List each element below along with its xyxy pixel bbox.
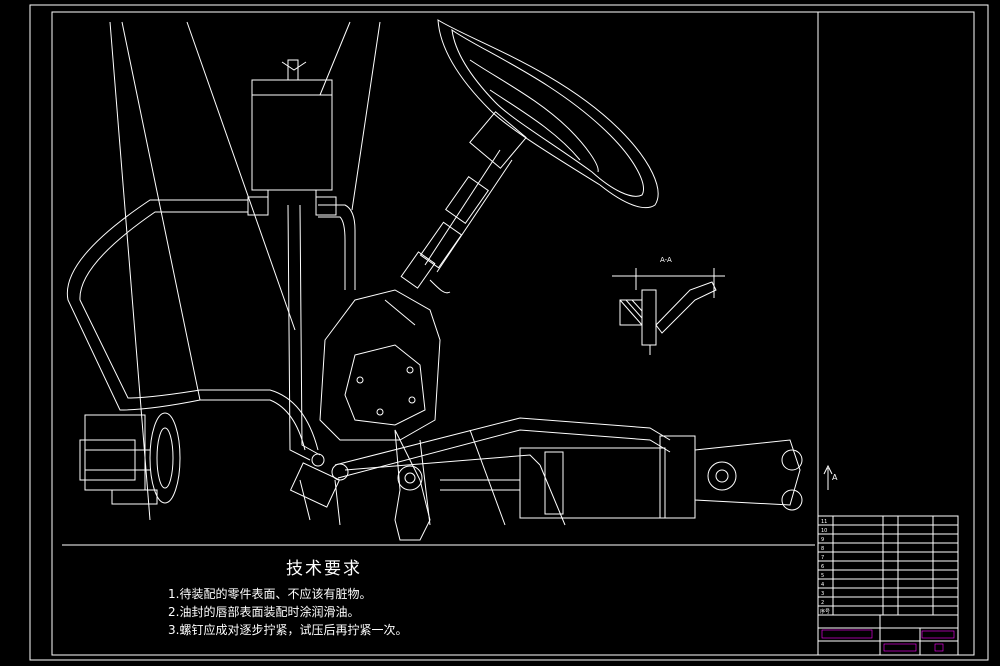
arrow-label: A [832,473,838,482]
bom-row-no: 6 [821,564,824,570]
steering-wheel [437,19,659,209]
tie-rod [331,417,671,481]
bom-row-no: 3 [821,591,824,597]
bom-row-no: 4 [821,582,824,588]
drag-link-end [289,453,341,508]
leader-lines [109,21,566,526]
outer-border [29,4,989,661]
title-block-accents [821,629,955,652]
hydraulic-pump [79,412,181,505]
steering-gear-box [319,289,441,441]
note-item: 1.待装配的零件表面、不应该有脏物。 [168,587,372,601]
bom-row-no: 7 [821,555,824,561]
bom-row-no: 5 [821,573,824,579]
hydraulic-hoses [66,196,356,461]
title-block [817,614,959,656]
note-item: 3.螺钉应成对逐步拧紧，试压后再拧紧一次。 [168,623,408,637]
technical-requirements: 技术要求 1.待装配的零件表面、不应该有脏物。 2.油封的唇部表面装配时涂润滑油… [168,554,407,639]
pitman-arm [394,429,431,541]
bom-header-no: 序号 [820,608,830,615]
bom-row-no: 10 [821,528,827,534]
section-label: A-A [660,256,672,264]
inner-border [51,11,975,656]
bom-row-no: 2 [821,600,824,606]
bom-table [817,515,959,616]
steering-column [400,149,513,294]
notes-title: 技术要求 [286,559,362,579]
oil-reservoir [251,59,333,205]
bom-row-no: 8 [821,546,824,552]
bom-row-no: 11 [821,519,827,525]
power-cylinder [440,435,803,519]
section-detail [612,268,725,355]
bom-numbers: 11 10 9 8 7 6 5 4 3 2 序号 [820,519,830,615]
note-item: 2.油封的唇部表面装配时涂润滑油。 [168,605,360,619]
bom-row-no: 9 [821,537,824,543]
